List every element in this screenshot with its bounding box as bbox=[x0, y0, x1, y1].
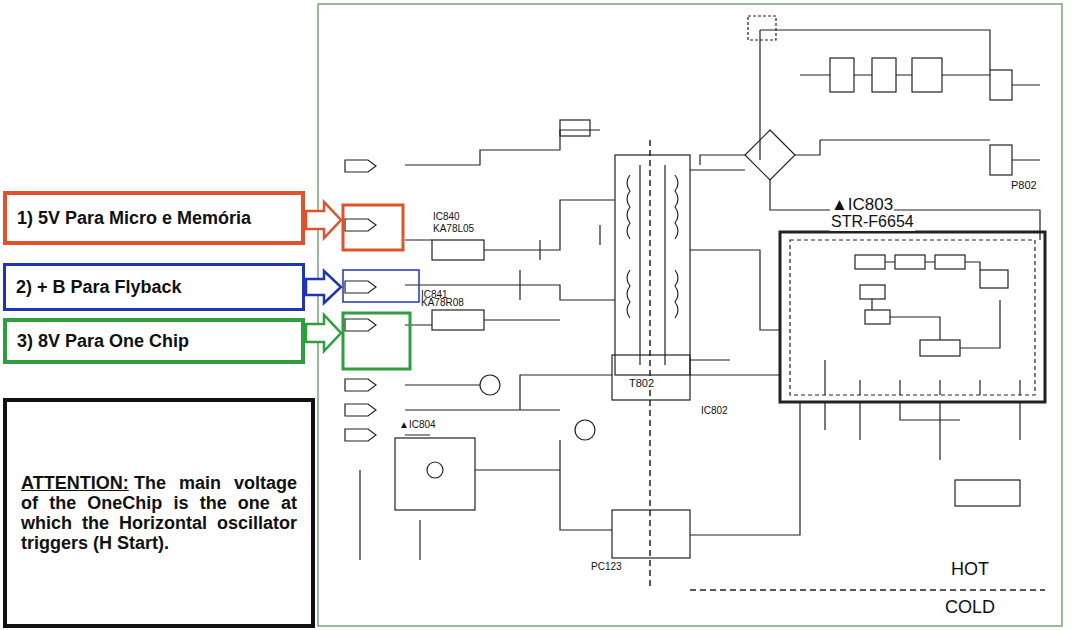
target-box bbox=[343, 270, 419, 302]
target-box bbox=[343, 205, 403, 250]
text-wrap: 3) 8V Para One Chip bbox=[17, 331, 291, 351]
callout-text: 3) 8V Para One Chip bbox=[17, 331, 189, 351]
part-label: P802 bbox=[1010, 180, 1038, 192]
part-label: IC802 bbox=[700, 406, 729, 417]
callout-arrow bbox=[306, 271, 341, 303]
callout-text: 2) + B Para Flyback bbox=[16, 277, 182, 297]
part-label: ▲IC803 bbox=[830, 196, 894, 214]
part-label: COLD bbox=[944, 598, 996, 617]
note-heading: ATTENTION: bbox=[21, 473, 129, 493]
callout-box: 1) 5V Para Micro e Memória bbox=[3, 191, 305, 245]
text-wrap: 1) 5V Para Micro e Memória bbox=[17, 208, 291, 228]
target-box bbox=[343, 313, 410, 369]
part-label: PC123 bbox=[590, 562, 623, 573]
callout-text: 1) 5V Para Micro e Memória bbox=[17, 208, 251, 228]
part-label: T802 bbox=[628, 378, 655, 390]
part-label: IC840 bbox=[432, 212, 461, 223]
callout-box: 3) 8V Para One Chip bbox=[3, 318, 305, 364]
text-wrap: ATTENTION:The main voltage of the OneChi… bbox=[21, 473, 297, 554]
part-label: KA78R08 bbox=[420, 298, 465, 309]
callout-box: 2) + B Para Flyback bbox=[3, 263, 305, 311]
text-wrap: 2) + B Para Flyback bbox=[16, 277, 292, 297]
callout-arrow bbox=[306, 315, 341, 351]
part-label: STR-F6654 bbox=[830, 214, 915, 231]
part-label: ▲IC804 bbox=[398, 420, 437, 431]
part-label: HOT bbox=[950, 560, 990, 579]
note-box: ATTENTION:The main voltage of the OneChi… bbox=[3, 398, 315, 628]
part-label: KA78L05 bbox=[432, 224, 475, 235]
callout-arrow bbox=[306, 202, 341, 238]
